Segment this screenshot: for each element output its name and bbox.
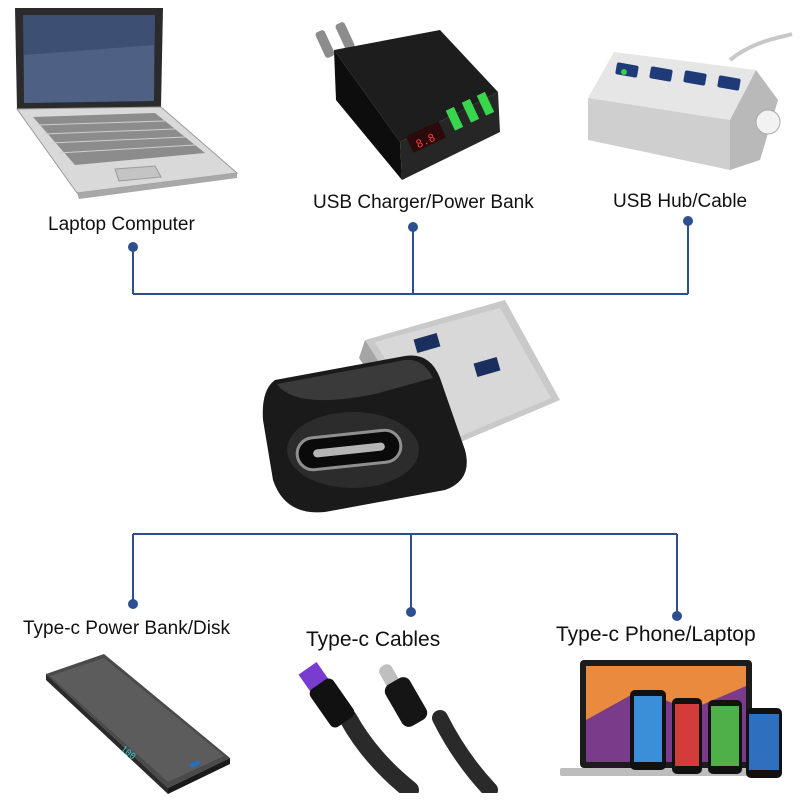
label-usb-charger: USB Charger/Power Bank xyxy=(313,192,534,213)
dot-phone xyxy=(672,611,682,621)
dot-powerbank xyxy=(128,599,138,609)
dot-hub xyxy=(683,216,693,226)
wall-charger-icon: 8.8 xyxy=(315,22,500,180)
usb-cable-icon xyxy=(298,662,498,793)
label-type-c-cables: Type-c Cables xyxy=(306,628,441,651)
dot-laptop xyxy=(128,242,138,252)
label-laptop-computer: Laptop Computer xyxy=(48,214,195,235)
dot-cables xyxy=(406,607,416,617)
power-bank-icon: 100 xyxy=(46,654,230,794)
laptop-icon xyxy=(15,8,239,199)
label-phone-laptop: Type-c Phone/Laptop xyxy=(556,623,756,646)
dot-charger xyxy=(408,222,418,232)
label-powerbank-disk: Type-c Power Bank/Disk xyxy=(23,618,230,639)
usb-hub-icon xyxy=(588,32,793,170)
usb-a-to-type-c-adapter-icon xyxy=(262,300,560,513)
label-usb-hub: USB Hub/Cable xyxy=(613,191,748,212)
phones-laptop-icon xyxy=(560,660,782,778)
